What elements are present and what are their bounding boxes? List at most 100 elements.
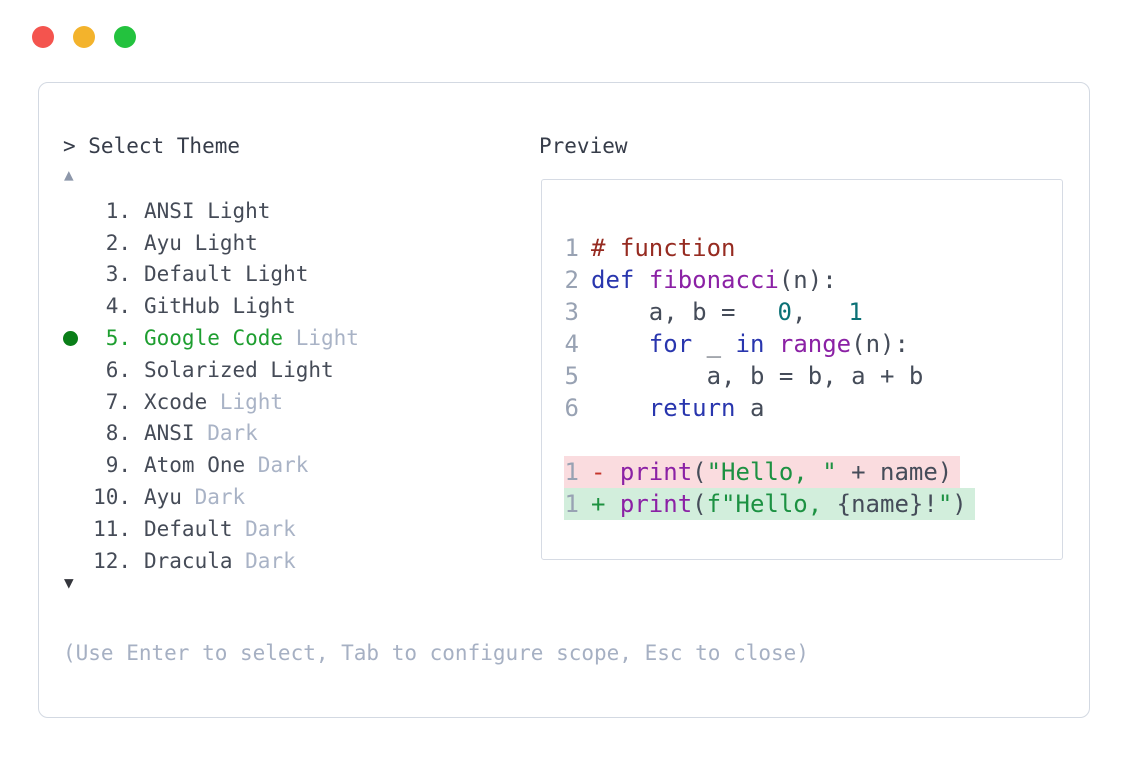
code-token: ) — [952, 490, 967, 518]
theme-list-item[interactable]: 7. Xcode Light — [63, 386, 359, 418]
code-token — [591, 330, 649, 358]
theme-variant: Dark — [194, 421, 258, 446]
code-token: return — [648, 394, 736, 422]
code-token: print — [619, 490, 693, 518]
code-token — [764, 330, 778, 358]
dialog-title: > Select Theme — [63, 134, 241, 158]
code-token: , — [791, 298, 821, 326]
diff-highlight: 1+ print(f"Hello, {name}!") — [564, 488, 975, 520]
theme-name: Xcode — [144, 389, 208, 414]
diff-removed-line: 1- print("Hello, " + name) — [564, 456, 975, 488]
theme-number: 7. — [105, 389, 131, 414]
code-token — [591, 394, 649, 422]
code-token: - — [591, 458, 620, 486]
code-token: ( — [692, 458, 707, 486]
theme-variant: Dark — [232, 516, 296, 541]
theme-list-item[interactable]: 1. ANSI Light — [63, 195, 359, 227]
theme-name: Solarized Light — [144, 357, 334, 382]
selected-bullet-icon — [63, 330, 78, 346]
code-token: def — [591, 266, 635, 294]
code-line: 3 a, b = 0, 1 — [564, 296, 975, 328]
code-token: f"Hello, — [706, 490, 837, 518]
code-token: + — [591, 490, 620, 518]
theme-variant: Dark — [232, 548, 296, 573]
line-number: 1 — [564, 490, 579, 518]
theme-variant: Dark — [245, 453, 309, 478]
theme-selector-dialog: > Select Theme Preview ▲ 1. ANSI Light 2. A… — [38, 82, 1090, 718]
code-token: _ — [692, 330, 736, 358]
code-token: range — [778, 330, 852, 358]
code-token: a — [735, 394, 765, 422]
close-window-button[interactable] — [32, 26, 54, 48]
theme-name: ANSI — [144, 421, 195, 446]
scroll-up-icon[interactable]: ▲ — [64, 165, 74, 184]
code-token: a, b = — [591, 298, 750, 326]
keyboard-hint: (Use Enter to select, Tab to configure s… — [63, 641, 809, 665]
line-number: 1 — [564, 234, 579, 262]
line-number: 6 — [564, 394, 579, 422]
code-line — [564, 424, 975, 456]
theme-name: GitHub Light — [144, 294, 296, 319]
theme-list-item[interactable]: 11.Default Dark — [63, 513, 359, 545]
minimize-window-button[interactable] — [73, 26, 95, 48]
scroll-down-icon[interactable]: ▼ — [64, 573, 74, 592]
theme-number: 2. — [105, 230, 131, 255]
code-line: 2 def fibonacci(n): — [564, 264, 975, 296]
theme-number: 5. — [105, 326, 131, 351]
line-number: 5 — [564, 362, 579, 390]
theme-variant: Light — [283, 326, 359, 351]
code-token: for — [648, 330, 693, 358]
theme-name: Ayu Light — [144, 230, 258, 255]
code-token: (n): — [851, 330, 909, 358]
theme-name: Ayu — [144, 485, 182, 510]
selection-marker — [63, 330, 89, 346]
code-token: a, b = b, a + b — [591, 362, 924, 390]
diff-highlight: 1- print("Hello, " + name) — [564, 456, 961, 488]
preview-label: Preview — [539, 134, 628, 158]
theme-list-item[interactable]: 9.Atom One Dark — [63, 449, 359, 481]
code-token: print — [619, 458, 693, 486]
line-number: 1 — [564, 458, 579, 486]
theme-number: 8. — [105, 421, 131, 446]
code-line: 5 a, b = b, a + b — [564, 360, 975, 392]
theme-number: 3. — [105, 262, 131, 287]
line-number: 3 — [564, 298, 579, 326]
line-number: 4 — [564, 330, 579, 358]
theme-number: 1. — [105, 198, 131, 223]
line-number: 2 — [564, 266, 579, 294]
code-token: in — [735, 330, 765, 358]
theme-name: ANSI Light — [144, 198, 271, 223]
diff-added-line: 1+ print(f"Hello, {name}!") — [564, 488, 975, 520]
code-token: fibonacci — [648, 266, 779, 294]
theme-list-item[interactable]: 10.Ayu Dark — [63, 481, 359, 513]
theme-name: Default Light — [144, 262, 309, 287]
theme-number: 9. — [105, 453, 131, 478]
theme-list-item[interactable]: 8. ANSI Dark — [63, 418, 359, 450]
code-token: + name) — [836, 458, 953, 486]
theme-list-item[interactable]: 4. GitHub Light — [63, 290, 359, 322]
theme-number: 12. — [93, 548, 131, 573]
theme-variant: Dark — [181, 485, 246, 510]
code-token: # function — [591, 234, 736, 262]
code-token: 0 — [777, 298, 792, 326]
code-token: (n): — [778, 266, 837, 294]
code-token — [634, 266, 648, 294]
theme-list-item[interactable]: 2. Ayu Light — [63, 227, 359, 259]
theme-variant: Light — [207, 389, 284, 414]
code-token: " — [937, 490, 953, 518]
theme-name: Google Code — [144, 326, 284, 351]
theme-list-item[interactable]: 12.Dracula Dark — [63, 545, 359, 577]
code-token: {name}! — [836, 490, 938, 518]
theme-list-item[interactable]: 3. Default Light — [63, 259, 359, 291]
zoom-window-button[interactable] — [114, 26, 136, 48]
code-token: 1 — [848, 298, 863, 326]
code-line: 1 # function — [564, 232, 975, 264]
theme-number: 4. — [105, 294, 131, 319]
theme-list-item[interactable]: 6. Solarized Light — [63, 354, 359, 386]
theme-list-item[interactable]: 5. Google Code Light — [63, 322, 359, 354]
theme-number: 6. — [105, 357, 131, 382]
code-token: "Hello, " — [706, 458, 837, 486]
